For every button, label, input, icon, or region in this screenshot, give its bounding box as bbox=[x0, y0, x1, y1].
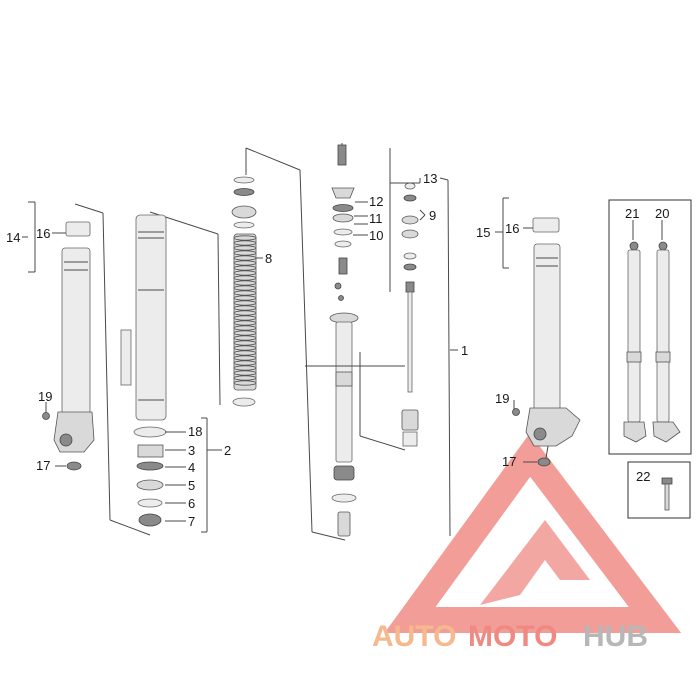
spring-coil bbox=[233, 300, 257, 306]
spring-coil bbox=[233, 310, 257, 316]
callout-11: 11 bbox=[369, 211, 383, 226]
callout-21: 21 bbox=[625, 206, 639, 221]
spring-coil bbox=[233, 285, 257, 291]
spring-coil bbox=[233, 340, 257, 346]
callout-2: 2 bbox=[224, 443, 231, 458]
callout-1: 1 bbox=[461, 343, 468, 358]
callout-22: 22 bbox=[636, 469, 650, 484]
spring-coil bbox=[233, 370, 257, 376]
spring-coil bbox=[233, 245, 257, 251]
spring-coil bbox=[233, 260, 257, 266]
left-outer-tube-group bbox=[22, 201, 151, 536]
right-outer-tube-group bbox=[495, 197, 581, 467]
callout-8: 8 bbox=[265, 251, 272, 266]
callout-6: 6 bbox=[188, 496, 195, 511]
spring-coil bbox=[233, 350, 257, 356]
spring-coil bbox=[233, 235, 257, 241]
callout-14: 14 bbox=[6, 230, 20, 245]
callout-9: 9 bbox=[429, 208, 436, 223]
spring-coil bbox=[233, 325, 257, 331]
spring-coil bbox=[233, 275, 257, 281]
callout-10: 10 bbox=[369, 228, 383, 243]
callout-15: 15 bbox=[476, 225, 490, 240]
callout-4: 4 bbox=[188, 460, 195, 475]
spring-coil bbox=[233, 265, 257, 271]
callout-19-left: 19 bbox=[38, 389, 52, 404]
callout-13: 13 bbox=[423, 171, 437, 186]
spring-coil bbox=[233, 365, 257, 371]
watermark-auto: AUTO bbox=[372, 620, 456, 653]
callout-5: 5 bbox=[188, 478, 195, 493]
callout-17-left: 17 bbox=[36, 458, 50, 473]
spring-coil bbox=[233, 250, 257, 256]
spring-coil bbox=[233, 345, 257, 351]
callout-3: 3 bbox=[188, 443, 195, 458]
callout-18: 18 bbox=[188, 424, 202, 439]
bolt-box bbox=[627, 461, 691, 519]
spring-coil bbox=[233, 270, 257, 276]
spring-coil bbox=[233, 295, 257, 301]
spring-coil bbox=[233, 305, 257, 311]
spring-group bbox=[231, 147, 346, 541]
watermark-logo bbox=[384, 433, 682, 633]
watermark-text: AUTO MOTO HUB bbox=[372, 620, 648, 653]
fork-legs-box bbox=[608, 199, 692, 455]
callout-12: 12 bbox=[369, 194, 383, 209]
spring-coil bbox=[233, 315, 257, 321]
spring-coil bbox=[233, 280, 257, 286]
spring-coil bbox=[233, 335, 257, 341]
spring-coil bbox=[233, 240, 257, 246]
watermark-hub: HUB bbox=[583, 620, 648, 653]
spring-coil bbox=[233, 320, 257, 326]
callout-16-right: 16 bbox=[505, 221, 519, 236]
cartridge-group bbox=[305, 143, 458, 537]
callout-16-left: 16 bbox=[36, 226, 50, 241]
callout-17-right: 17 bbox=[502, 454, 516, 469]
spring-coil bbox=[233, 360, 257, 366]
inner-tube-group bbox=[120, 211, 222, 533]
spring-coil bbox=[233, 375, 257, 381]
spring-coil bbox=[233, 380, 257, 386]
callout-19-right: 19 bbox=[495, 391, 509, 406]
spring-coil bbox=[233, 290, 257, 296]
callout-20: 20 bbox=[655, 206, 669, 221]
spring-coil bbox=[233, 355, 257, 361]
watermark-moto: MOTO bbox=[468, 620, 557, 653]
spring-coil bbox=[233, 330, 257, 336]
callout-7: 7 bbox=[188, 514, 195, 529]
